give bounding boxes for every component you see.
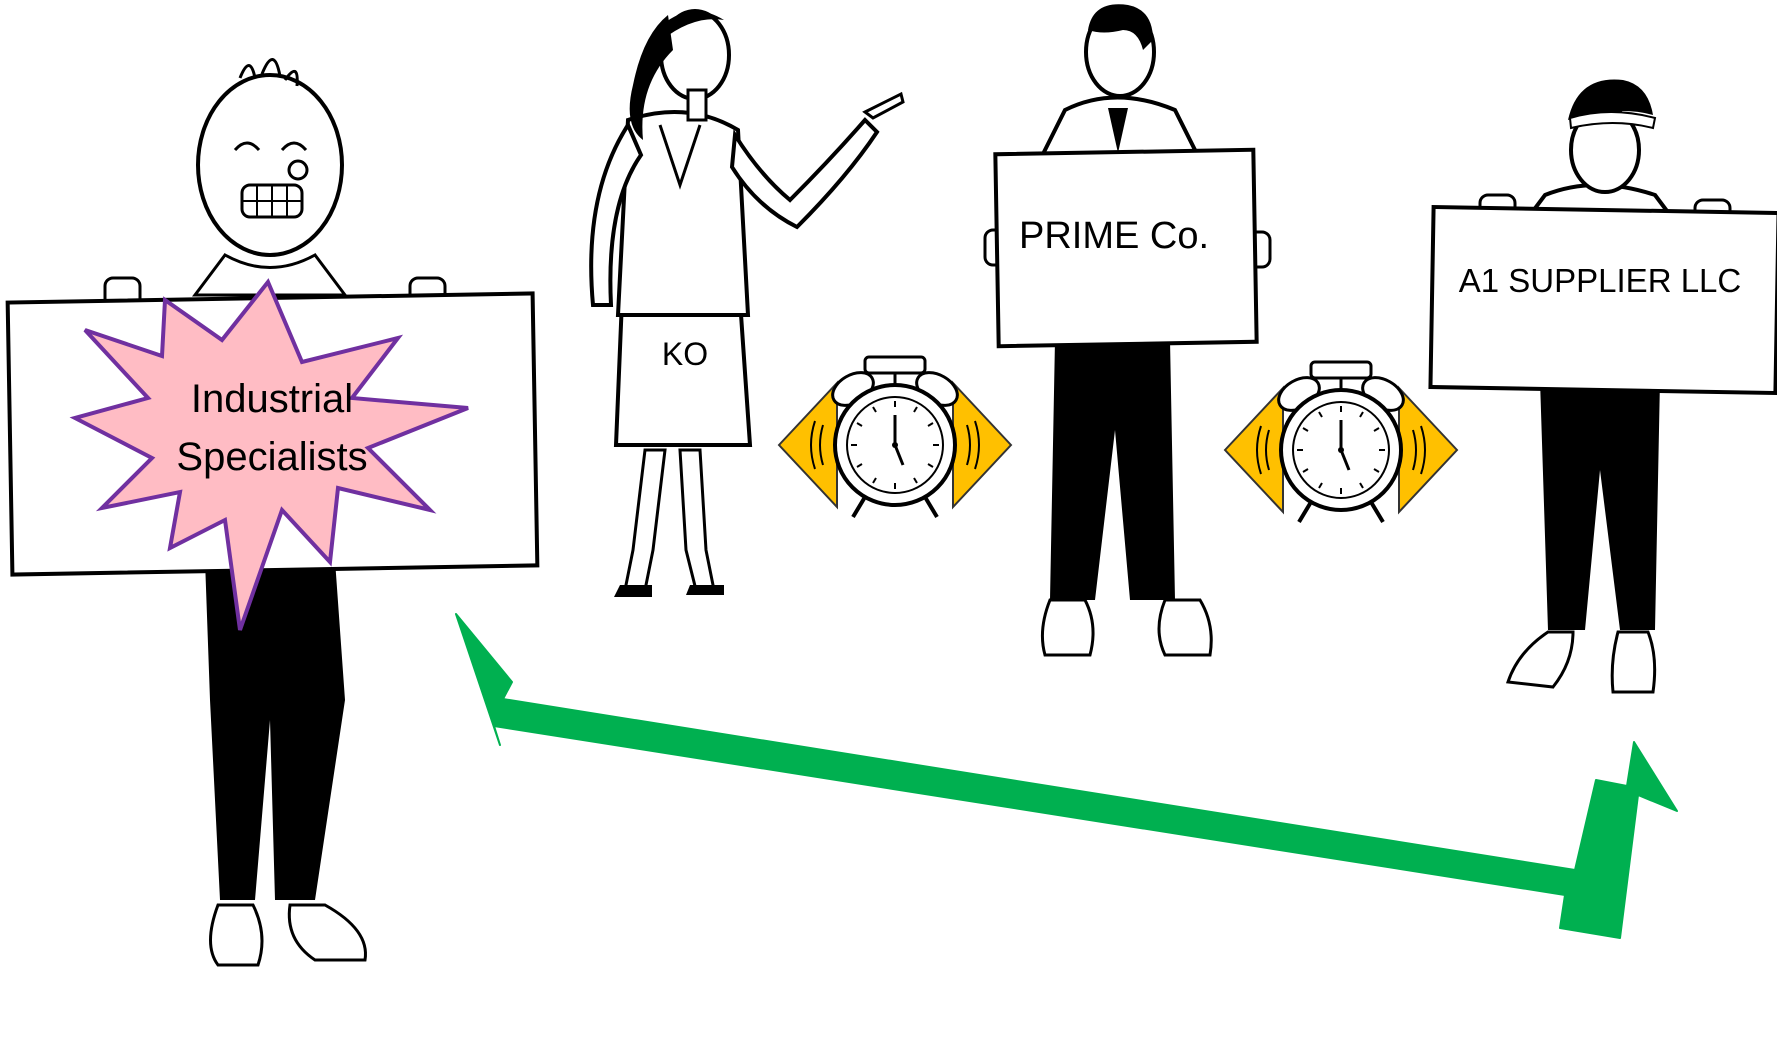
ko-label: KO bbox=[662, 336, 708, 372]
a1-supplier-sign-text: A1 SUPPLIER LLC bbox=[1459, 262, 1741, 299]
prime-sign-text: PRIME Co. bbox=[1019, 215, 1209, 257]
a1-supplier-sign bbox=[1430, 207, 1777, 393]
industrial-specialists-label-line1: Industrial bbox=[191, 377, 353, 421]
industrial-specialists-label-line2: Specialists bbox=[176, 435, 367, 479]
alarm-clock-icon bbox=[1225, 362, 1457, 522]
figure-prime: PRIME Co. bbox=[985, 4, 1270, 655]
figure-industrial-specialists: Industrial Specialists bbox=[8, 59, 538, 965]
figure-a1-supplier: A1 SUPPLIER LLC bbox=[1430, 80, 1777, 693]
alarm-clock-icon bbox=[779, 357, 1011, 517]
bidirectional-arrow bbox=[456, 614, 1677, 938]
